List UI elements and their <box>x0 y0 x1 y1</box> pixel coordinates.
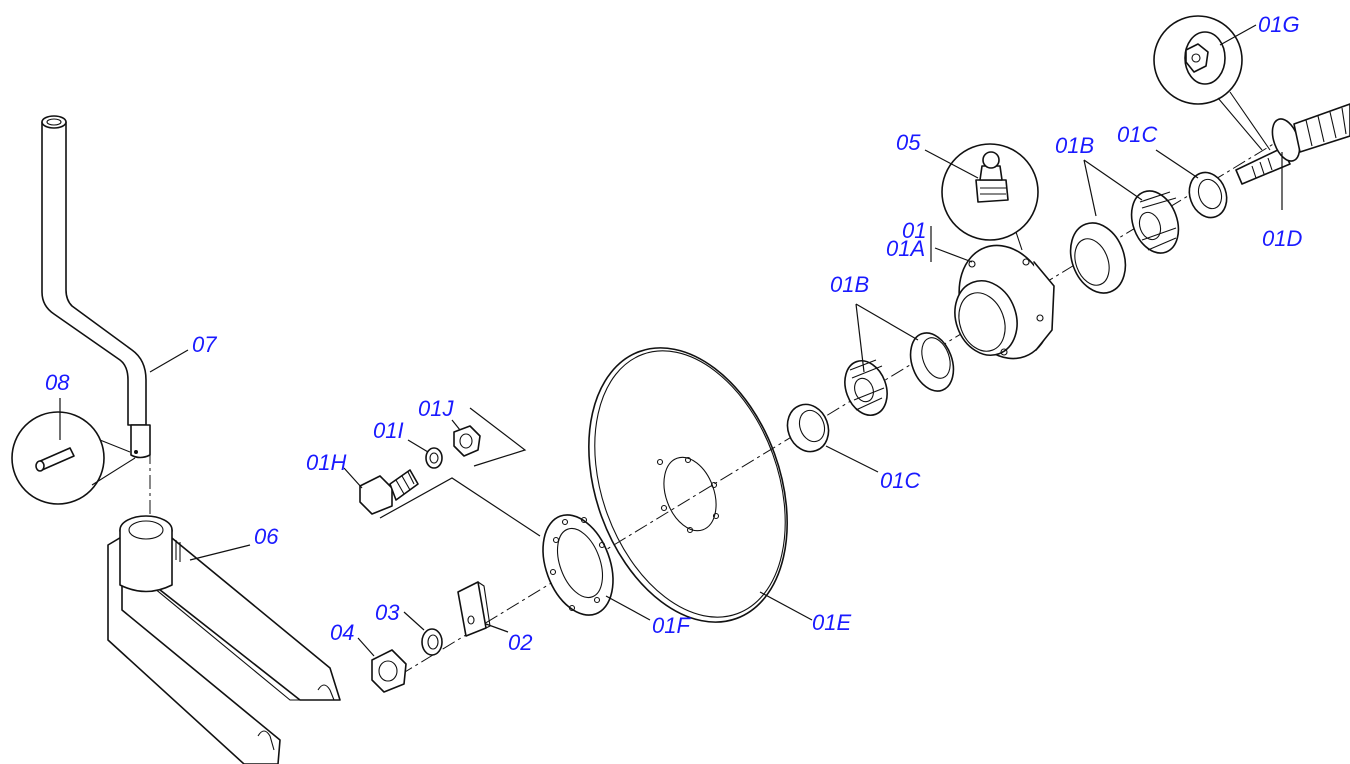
part-08-pin-detail <box>11 411 136 505</box>
label-08: 08 <box>45 370 70 395</box>
label-01D: 01D <box>1262 226 1302 251</box>
label-01B-upper: 01B <box>1055 133 1094 158</box>
label-01G: 01G <box>1258 12 1300 37</box>
label-05: 05 <box>896 130 921 155</box>
part-01G-nut-detail <box>1153 15 1271 151</box>
label-04: 04 <box>330 620 354 645</box>
part-02-plate <box>457 581 491 637</box>
leader-lines <box>59 24 1283 657</box>
label-01C-lower: 01C <box>880 468 920 493</box>
part-01A-hub <box>954 244 1055 360</box>
part-01D-spindle <box>1235 103 1350 185</box>
label-03: 03 <box>375 600 400 625</box>
part-01C-seal-upper <box>1188 171 1228 219</box>
part-05-grease-fitting-detail <box>941 143 1039 251</box>
part-01B-bearing-upper <box>1069 190 1180 294</box>
label-02: 02 <box>508 630 532 655</box>
part-01I-washer <box>425 447 443 469</box>
part-01E-disc <box>588 347 788 623</box>
part-06-fork-arm <box>107 515 341 764</box>
part-01J-nut <box>453 425 481 457</box>
label-06: 06 <box>254 524 279 549</box>
label-01B-lower: 01B <box>830 272 869 297</box>
bolt-group-bracket <box>379 407 541 537</box>
part-04-nut <box>371 649 407 693</box>
part-07-shaft <box>41 115 151 459</box>
label-01A: 01A <box>886 236 925 261</box>
part-01B-bearing-lower <box>844 332 955 416</box>
label-01E: 01E <box>812 610 851 635</box>
label-07: 07 <box>192 332 217 357</box>
part-01F-flange <box>542 514 614 616</box>
label-01H: 01H <box>306 450 346 475</box>
label-01C-upper: 01C <box>1117 122 1157 147</box>
label-01: 01 <box>902 218 926 243</box>
label-01I: 01I <box>373 418 404 443</box>
label-01F: 01F <box>652 613 691 638</box>
label-01J: 01J <box>418 396 454 421</box>
part-01C-seal-lower <box>786 403 830 453</box>
part-01H-bolt <box>359 469 419 515</box>
part-03-washer <box>421 628 443 656</box>
assembly-axis <box>399 139 1281 676</box>
